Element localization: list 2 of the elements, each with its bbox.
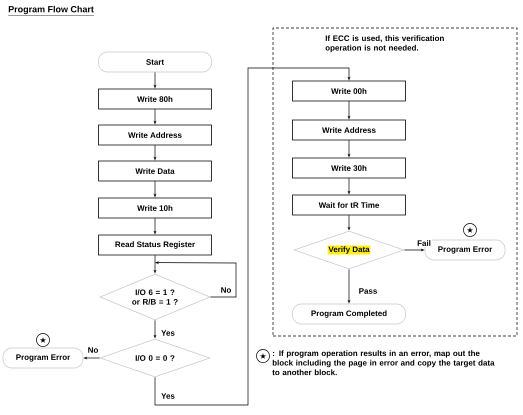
title: Program Flow Chart — [8, 6, 94, 16]
arrow — [154, 68, 351, 406]
